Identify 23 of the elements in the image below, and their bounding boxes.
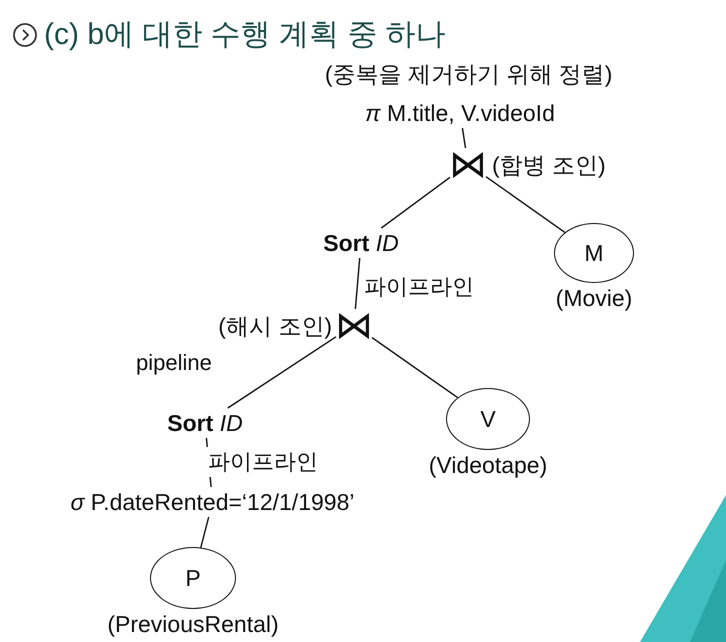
connector-line [380, 176, 450, 229]
join-symbol: ⋈ [450, 148, 486, 180]
operator-label: σ P.dateRented=‘12/1/1998’ [70, 488, 356, 516]
title: (c) b에 대한 수행 계획 중 하나 [44, 17, 446, 53]
circle-node: M [554, 223, 634, 283]
operator-label: Sort ID [166, 408, 244, 438]
node-caption: (해시 조인) [218, 312, 332, 341]
connector-line [372, 337, 458, 398]
node-caption: (PreviousRental) [107, 611, 279, 638]
join-symbol: ⋈ [336, 309, 372, 341]
operator-label: Sort ID [322, 228, 400, 258]
node-caption: (Movie) [556, 285, 632, 312]
circle-node: V [446, 388, 530, 450]
circle-node: P [150, 547, 236, 609]
node-caption: (중복을 제거하기 위해 정렬) [324, 60, 612, 89]
connector-line [462, 128, 466, 148]
node-caption: (Videotape) [428, 452, 548, 479]
connector-line [354, 258, 360, 310]
connector-line [227, 336, 336, 409]
connector-line [486, 176, 566, 233]
operator-label: π M.title, V.videoId [364, 98, 556, 128]
connector-line [200, 516, 210, 548]
node-caption: (합병 조인) [492, 151, 606, 180]
